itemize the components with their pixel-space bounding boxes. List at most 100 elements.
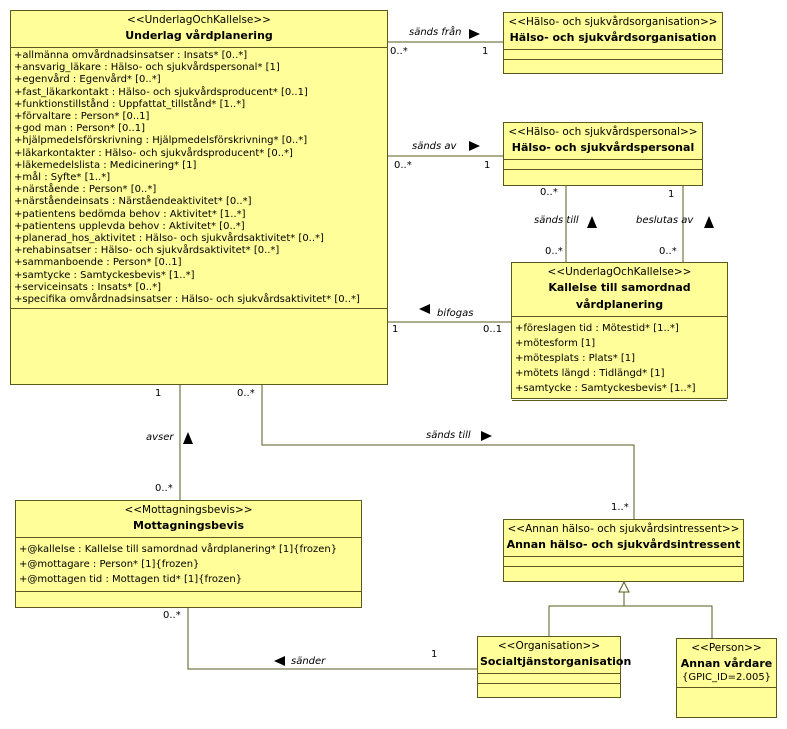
multiplicity-label: 1 (392, 324, 399, 335)
role-label-sands-av: sänds av (412, 141, 457, 152)
attribute: +närstående : Person* [0..*] (14, 184, 157, 196)
attribute: +funktionstillstånd : Uppfattat_tillstån… (14, 98, 246, 110)
role-label-bifogas: bifogas (437, 308, 474, 319)
class-header: <<UnderlagOchKallelse>> Kallelse till sa… (512, 263, 727, 317)
class-kallelse-till-samordnad-vardplanering[interactable]: <<UnderlagOchKallelse>> Kallelse till sa… (511, 262, 728, 401)
attribute: +mötesform [1] (515, 338, 596, 349)
class-header: <<Hälso- och sjukvårdsorganisation>> Häl… (504, 13, 722, 50)
assoc-line-sands-till-intressent (261, 385, 635, 519)
class-mottagningsbevis[interactable]: <<Mottagningsbevis>> Mottagningsbevis +@… (15, 500, 362, 608)
direction-triangle-sands-till-2 (481, 431, 492, 441)
multiplicity-label: 0..1 (483, 324, 503, 335)
multiplicity-label: 1 (155, 388, 162, 399)
attribute: +patientens bedömda behov : Aktivitet* [… (14, 208, 246, 220)
class-halso-och-sjukvardspersonal[interactable]: <<Hälso- och sjukvårdspersonal>> Hälso- … (503, 122, 703, 186)
stereotype-label: <<Mottagningsbevis>> (124, 504, 253, 516)
class-name: Annan vårdare (680, 657, 773, 670)
multiplicity-label: 0..* (237, 388, 255, 399)
multiplicity-label: 0..* (540, 187, 558, 198)
attribute-compartment (478, 674, 620, 684)
attribute: +ansvarig_läkare : Hälso- och sjukvårdsp… (14, 62, 280, 74)
multiplicity-label: 1 (431, 649, 438, 660)
direction-triangle-sands-till (587, 216, 597, 228)
attribute: +@kallelse : Kallelse till samordnad vår… (19, 544, 338, 555)
attribute: +egenvård : Egenvård* [0..*] (14, 74, 161, 86)
stereotype-label: <<Hälso- och sjukvårdspersonal>> (508, 126, 698, 138)
attribute: +allmänna omvårdnadsinsatser : Insats* [… (14, 50, 248, 61)
multiplicity-label: 0..* (545, 246, 563, 257)
attribute: +god man : Person* [0..1] (14, 123, 145, 135)
multiplicity-label: 1 (482, 46, 489, 57)
class-header: <<Organisation>> Socialtjänstorganisatio… (478, 637, 632, 674)
class-name: Mottagningsbevis (133, 519, 244, 532)
attribute: +@mottagen tid : Mottagen tid* [1]{froze… (19, 574, 243, 585)
stereotype-label: <<UnderlagOchKallelse>> (547, 266, 692, 278)
attribute: +mål : Syfte* [1..*] (14, 172, 111, 184)
class-header: <<Annan hälso- och sjukvårdsintressent>>… (504, 520, 743, 557)
stereotype-label: <<Person>> (691, 642, 762, 654)
attribute: +patientens upplevda behov : Aktivitet* … (14, 220, 245, 232)
tagged-value: {GPIC_ID=2.005} (681, 672, 772, 683)
class-name: Annan hälso- och sjukvårdsintressent (506, 538, 741, 551)
attribute-compartment: +föreslagen tid : Mötestid* [1..*] +möte… (512, 317, 727, 401)
class-name: Hälso- och sjukvårdspersonal (511, 141, 695, 154)
class-header: <<Person>> Annan vårdare {GPIC_ID=2.005} (677, 639, 776, 688)
attribute: +@mottagare : Person* [1]{frozen} (19, 559, 200, 570)
attribute: +hjälpmedelsförskrivning : Hjälpmedelsfö… (14, 135, 308, 147)
generalization-lines (548, 605, 713, 638)
generalization-arrowhead (618, 580, 630, 593)
attribute: +mötets längd : Tidlängd* [1] (515, 368, 665, 379)
attribute-compartment (504, 160, 702, 170)
role-label-sander: sänder (291, 656, 326, 667)
multiplicity-label: 1..* (611, 502, 629, 513)
multiplicity-label: 1 (668, 189, 675, 200)
attribute: +serviceinsats : Insats* [0..*] (14, 281, 161, 293)
class-name: Hälso- och sjukvårdsorganisation (509, 31, 717, 44)
attribute-compartment: +allmänna omvårdnadsinsatser : Insats* [… (11, 48, 387, 310)
class-annan-vardare[interactable]: <<Person>> Annan vårdare {GPIC_ID=2.005} (676, 638, 777, 718)
role-label-sands-till: sänds till (534, 215, 579, 226)
stereotype-label: <<Organisation>> (497, 640, 601, 652)
attribute: +specifika omvårdnadsinsatser : Hälso- o… (14, 294, 360, 306)
class-header: <<UnderlagOchKallelse>> Underlag vårdpla… (11, 11, 387, 48)
direction-triangle-bifogas (419, 304, 430, 314)
class-header: <<Mottagningsbevis>> Mottagningsbevis (16, 501, 361, 538)
attribute: +sammanboende : Person* [0..1] (14, 257, 182, 269)
attribute: +samtycke : Samtyckesbevis* [1..*] (515, 383, 696, 394)
class-name: Underlag vårdplanering (125, 29, 273, 42)
class-header: <<Hälso- och sjukvårdspersonal>> Hälso- … (504, 123, 702, 160)
attribute-compartment: +@kallelse : Kallelse till samordnad vår… (16, 538, 361, 592)
role-label-sands-fran: sänds från (409, 27, 462, 38)
attribute: +mötesplats : Plats* [1] (515, 353, 636, 364)
attribute: +förvaltare : Person* [0..1] (14, 111, 150, 123)
attribute: +fast_läkarkontakt : Hälso- och sjukvård… (14, 86, 308, 98)
attribute: +föreslagen tid : Mötestid* [1..*] (515, 323, 679, 334)
attribute: +rehabinsatser : Hälso- och sjukvårdsakt… (14, 245, 280, 257)
direction-triangle-sands-av (469, 141, 480, 151)
multiplicity-label: 0..* (394, 160, 412, 171)
attribute: +läkarkontakter : Hälso- och sjukvårdspr… (14, 147, 293, 159)
role-label-sands-till-2: sänds till (426, 430, 471, 441)
direction-triangle-sander (274, 656, 285, 666)
stereotype-label: <<Hälso- och sjukvårdsorganisation>> (508, 16, 718, 28)
class-underlag-vardplanering[interactable]: <<UnderlagOchKallelse>> Underlag vårdpla… (10, 10, 388, 385)
multiplicity-label: 0..* (163, 610, 181, 621)
class-halso-och-sjukvardsorganisation[interactable]: <<Hälso- och sjukvårdsorganisation>> Häl… (503, 12, 723, 74)
assoc-line-sander (187, 608, 477, 670)
role-label-avser: avser (146, 432, 174, 443)
direction-triangle-sands-fran (469, 29, 480, 39)
stereotype-label: <<Annan hälso- och sjukvårdsintressent>> (507, 523, 740, 535)
attribute: +läkemedelslista : Medicinering* [1] (14, 159, 197, 171)
direction-triangle-beslutas-av (704, 216, 714, 228)
class-socialtjanstorganisation[interactable]: <<Organisation>> Socialtjänstorganisatio… (477, 636, 632, 698)
attribute: +närståendeinsats : Närståendeaktivitet*… (14, 196, 252, 208)
class-name: Kallelse till samordnad vårdplanering (548, 281, 691, 311)
attribute-compartment (504, 557, 743, 567)
attribute: +samtycke : Samtyckesbevis* [1..*] (14, 269, 195, 281)
class-name: Socialtjänstorganisation (480, 655, 632, 668)
stereotype-label: <<UnderlagOchKallelse>> (127, 14, 271, 26)
multiplicity-label: 0..* (659, 246, 677, 257)
class-annan-halso-och-sjukvardsintressent[interactable]: <<Annan hälso- och sjukvårdsintressent>>… (503, 519, 744, 582)
multiplicity-label: 0..* (155, 483, 173, 494)
